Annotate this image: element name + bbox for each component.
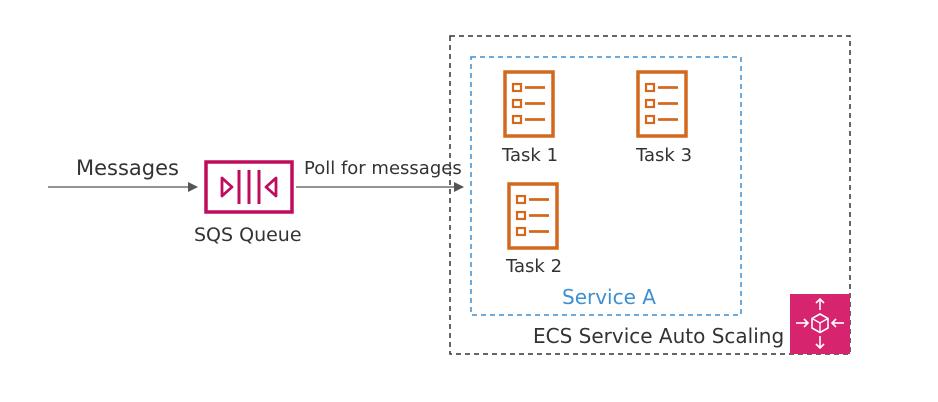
auto-scaling-group-boundary (449, 35, 851, 355)
sqs-queue-label: SQS Queue (194, 224, 302, 246)
task-2-icon (507, 182, 559, 250)
auto-scaling-icon (790, 294, 850, 354)
task-2-label: Task 2 (506, 256, 563, 277)
service-boundary (470, 56, 742, 316)
auto-scaling-label: ECS Service Auto Scaling (533, 324, 785, 348)
service-label: Service A (562, 285, 656, 309)
task-1-label: Task 1 (502, 145, 559, 166)
messages-label: Messages (76, 156, 179, 180)
task-1-icon (503, 70, 555, 138)
task-3-label: Task 3 (636, 145, 693, 166)
sqs-queue-icon (204, 160, 294, 214)
poll-label: Poll for messages (304, 158, 462, 179)
task-3-icon (636, 70, 688, 138)
